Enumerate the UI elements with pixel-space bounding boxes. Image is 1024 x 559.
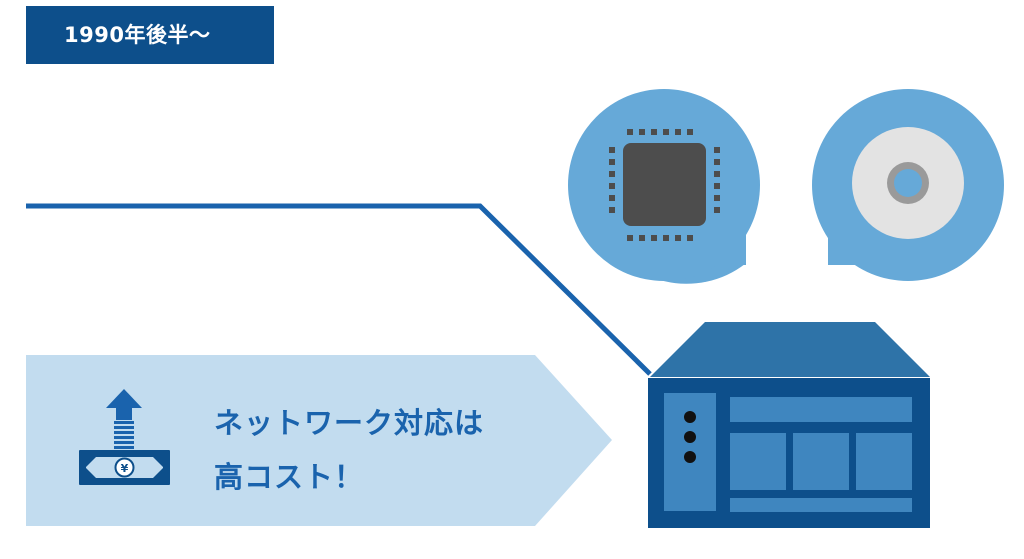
callout-line-2: 高コスト！ [214,460,365,494]
connector-line [26,203,652,376]
cpu-chip-icon [568,89,760,284]
era-label: 1990年後半～ [26,6,274,64]
optical-disc-icon [812,89,1004,281]
network-appliance-icon [648,322,930,528]
callout-text: ネットワーク対応は 高コスト！ [214,396,544,504]
svg-text:¥: ¥ [121,462,129,475]
callout-arrow [26,355,612,526]
cost-up-icon: ¥ [79,389,170,485]
callout-line-1: ネットワーク対応は [214,406,485,440]
